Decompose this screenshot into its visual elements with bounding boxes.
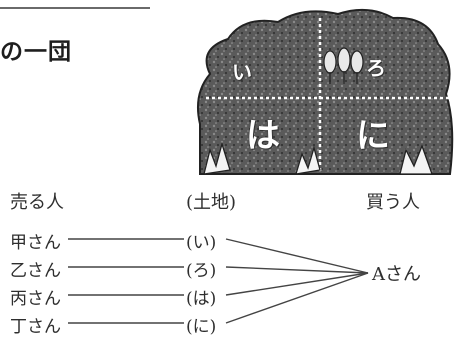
lot-label: (に) — [186, 317, 217, 337]
lot-buyer-connector — [225, 272, 369, 296]
lot-label: (い) — [186, 233, 217, 253]
top-rule — [0, 7, 150, 9]
land-column-header: (土地) — [186, 192, 237, 213]
plot-label-ni: に — [356, 116, 390, 156]
plot-label-ro: ろ — [366, 56, 386, 80]
lot-label: (ろ) — [186, 261, 217, 281]
land-illustration: い ろ は に — [188, 4, 458, 178]
land-mass — [197, 8, 454, 175]
seller-name: 丙さん — [10, 289, 61, 309]
lot-label: (は) — [186, 289, 217, 309]
buyer-column-header: 買う人 — [366, 192, 420, 213]
seller-name: 甲さん — [10, 233, 61, 253]
tree-icon — [323, 47, 364, 84]
plot-label-ha: は — [246, 116, 280, 156]
lot-buyer-connector — [225, 272, 369, 324]
lot-buyer-connector — [225, 238, 369, 274]
heading: の一団 — [0, 39, 72, 65]
bush-icon — [203, 141, 433, 175]
plot-label-i: い — [232, 60, 252, 84]
seller-name: 乙さん — [10, 261, 61, 281]
seller-column-header: 売る人 — [10, 192, 64, 213]
seller-name: 丁さん — [10, 317, 61, 337]
lot-buyer-connector — [225, 266, 369, 274]
land-plot-drawing — [197, 8, 454, 175]
buyer-name: Aさん — [372, 264, 421, 285]
